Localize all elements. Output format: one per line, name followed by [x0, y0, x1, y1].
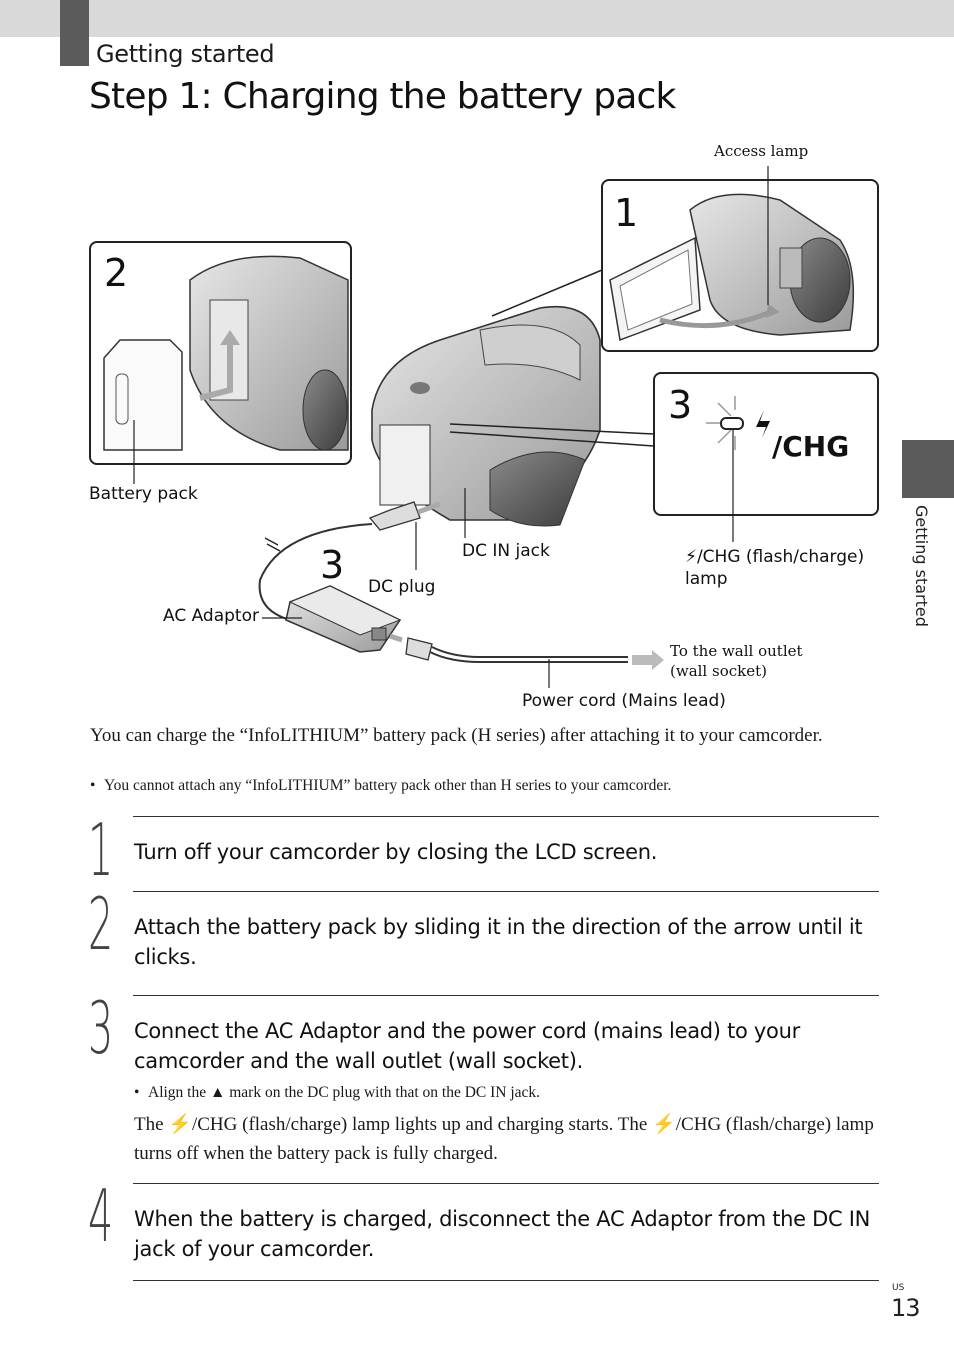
intro-note: • You cannot attach any “InfoLITHIUM” bat… — [90, 777, 671, 795]
panel-2-number: 2 — [104, 251, 128, 295]
triangle-mark-icon: ▲ — [210, 1084, 226, 1101]
panel-1: 1 — [601, 179, 879, 352]
side-tab-marker — [902, 440, 954, 498]
intro-note-text: You cannot attach any “InfoLITHIUM” batt… — [104, 777, 672, 794]
main-camcorder — [371, 269, 655, 527]
panel-3-number: 3 — [668, 383, 692, 427]
label-wall-outlet-1: To the wall outlet — [670, 642, 803, 660]
panel-3: 3 /CHG — [653, 372, 879, 542]
flash-bolt-icon: ⚡ — [685, 547, 697, 567]
bullet: • — [90, 777, 96, 794]
power-cord — [389, 633, 664, 688]
panel-3-cable-number: 3 — [320, 543, 344, 587]
label-flash-charge-lamp: ⚡/CHG (flash/charge) — [685, 547, 865, 567]
step-2-number: 2 — [88, 882, 114, 966]
ac-adaptor — [262, 585, 402, 653]
page-number: 13 — [891, 1294, 921, 1322]
label-ac-adaptor: AC Adaptor — [163, 606, 259, 626]
label-flash-charge-lamp-2: lamp — [685, 569, 728, 589]
label-battery-pack: Battery pack — [89, 484, 198, 504]
section-tab-marker — [60, 0, 89, 66]
label-dc-plug: DC plug — [368, 577, 436, 597]
chg-indicator-label: /CHG — [772, 430, 849, 463]
step-2-text: Attach the battery pack by sliding it in… — [134, 915, 863, 969]
step-1-number: 1 — [88, 808, 114, 892]
flash-bolt-icon: ⚡ — [652, 1114, 676, 1135]
flash-bolt-icon: ⚡ — [168, 1114, 192, 1135]
charging-diagram: 1 2 — [89, 166, 879, 688]
label-dc-in-jack: DC IN jack — [462, 541, 550, 561]
header-bar — [0, 0, 954, 37]
page-region: US — [892, 1283, 905, 1293]
section-label: Getting started — [96, 40, 275, 68]
label-access-lamp: Access lamp — [714, 142, 809, 160]
step-3-note: •Align the ▲ mark on the DC plug with th… — [134, 1084, 541, 1101]
dc-plug-and-cable — [258, 501, 441, 621]
step-divider — [133, 816, 879, 817]
intro-paragraph: You can charge the “InfoLITHIUM” battery… — [90, 725, 823, 746]
bullet: • — [134, 1084, 140, 1101]
step-1-text: Turn off your camcorder by closing the L… — [134, 840, 658, 864]
step-divider — [133, 1183, 879, 1184]
step-4-number: 4 — [88, 1174, 114, 1258]
charging-illustration: 1 2 — [80, 140, 890, 720]
step-divider — [133, 891, 879, 892]
side-tab-label: Getting started — [912, 505, 931, 627]
label-wall-outlet-2: (wall socket) — [670, 662, 767, 680]
step-3-text: Connect the AC Adaptor and the power cor… — [134, 1019, 800, 1073]
label-power-cord: Power cord (Mains lead) — [522, 691, 726, 711]
step-divider — [133, 995, 879, 996]
panel-1-number: 1 — [614, 191, 638, 235]
step-3-number: 3 — [88, 986, 114, 1070]
panel-2: 2 — [89, 241, 352, 465]
flash-bolt-icon — [756, 410, 770, 438]
step-divider — [133, 1280, 879, 1281]
page-title: Step 1: Charging the battery pack — [89, 76, 676, 117]
step-3-result: The ⚡/CHG (flash/charge) lamp lights up … — [134, 1114, 874, 1164]
step-4-text: When the battery is charged, disconnect … — [134, 1207, 871, 1261]
